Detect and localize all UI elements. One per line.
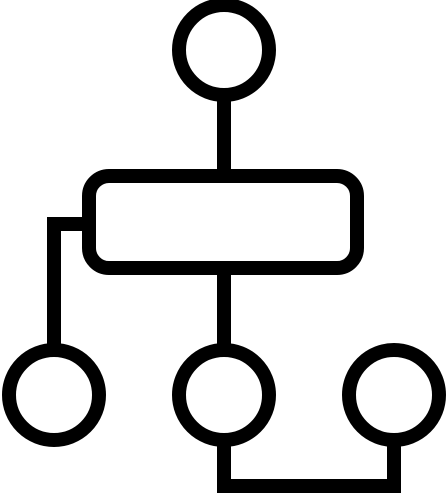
node-bottom-center-circle — [172, 343, 276, 447]
edge-bottom-center-to-bottom-right — [217, 440, 401, 493]
node-bottom-left-circle — [2, 343, 106, 447]
node-hub-rectangle — [82, 169, 364, 275]
edge-hub-to-bottom-left — [47, 217, 89, 350]
node-top-circle — [172, 0, 276, 102]
node-bottom-right-circle — [342, 343, 446, 447]
